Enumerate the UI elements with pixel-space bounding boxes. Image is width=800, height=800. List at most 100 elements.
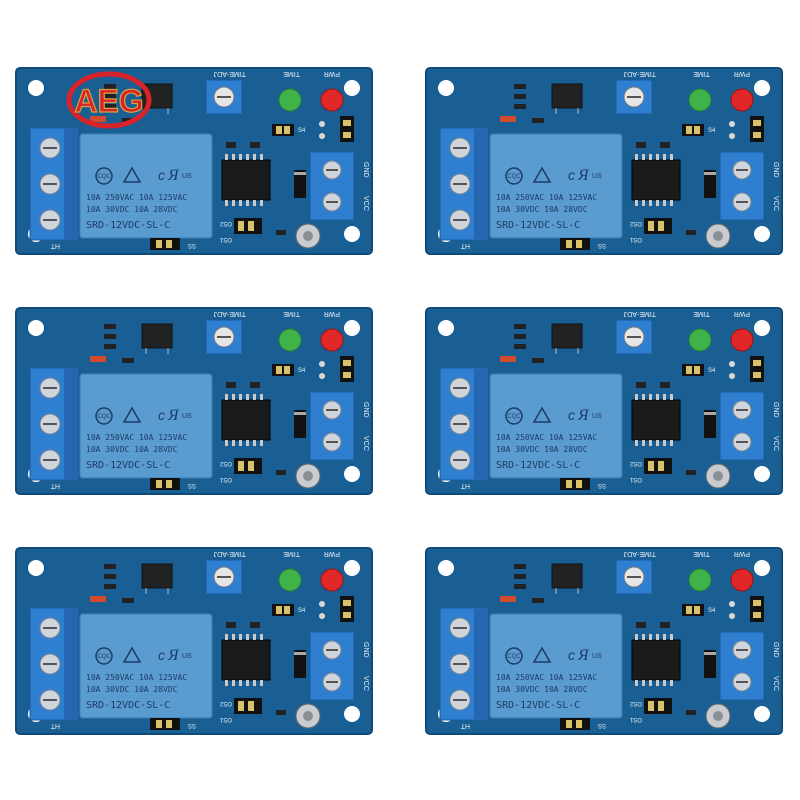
- label-os2: OS2: [219, 460, 232, 466]
- electrolytic-capacitor: [705, 463, 731, 489]
- relay-rating-1: 10A 250VAC 10A 125VAC: [86, 433, 187, 442]
- label-ht: HT: [460, 482, 470, 489]
- mount-hole: [754, 560, 770, 576]
- label-s4: S4: [298, 368, 306, 374]
- label-ss: SS: [188, 722, 196, 728]
- relay-rating-2: 10A 30VDC 10A 28VDC: [496, 685, 588, 694]
- led-red: [320, 88, 344, 112]
- relay-rating-2: 10A 30VDC 10A 28VDC: [86, 445, 178, 454]
- svg-text:c: c: [568, 167, 575, 183]
- label-os2: OS2: [219, 700, 232, 706]
- smd-resistor: [276, 710, 286, 715]
- relay-cqc-text: CQC: [97, 414, 111, 420]
- mount-hole: [344, 226, 360, 242]
- ic-chip: [221, 634, 271, 686]
- smd-resistor: [514, 104, 526, 109]
- label-ht: HT: [50, 482, 60, 489]
- screw-terminal-power: [719, 151, 765, 221]
- mount-hole: [754, 706, 770, 722]
- ic-chip: [631, 634, 681, 686]
- potentiometer: [615, 559, 653, 595]
- svg-text:c: c: [158, 407, 165, 423]
- smd-diode: [90, 116, 106, 122]
- mount-hole: [754, 466, 770, 482]
- relay-model: SRD-12VDC-SL-C: [496, 700, 580, 711]
- relay-module-board-1: CQC c Я US 10A 250VAC 10A 125VAC 10A 30V…: [14, 66, 374, 256]
- led-green: [278, 328, 302, 352]
- svg-text:c: c: [158, 167, 165, 183]
- relay-us-text: US: [592, 173, 602, 180]
- smd-capacitor: [250, 622, 260, 628]
- relay-rating-2: 10A 30VDC 10A 28VDC: [496, 205, 588, 214]
- screw-terminal-power: [309, 391, 355, 461]
- svg-text:Я: Я: [577, 407, 590, 424]
- ic-chip: [221, 154, 271, 206]
- label-time-adj: TIME-ADJ: [624, 310, 656, 317]
- label-ht: HT: [50, 722, 60, 729]
- label-os2: OS2: [629, 700, 642, 706]
- relay-module-board-5: CQC c Я US 10A 250VAC 10A 125VAC 10A 30V…: [14, 546, 374, 736]
- ic-chip: [221, 394, 271, 446]
- relay-us-text: US: [182, 413, 192, 420]
- relay-us-text: US: [592, 413, 602, 420]
- mount-hole: [344, 320, 360, 336]
- diode: [704, 410, 716, 438]
- jumper-s4: [272, 124, 294, 136]
- svg-text:Я: Я: [577, 647, 590, 664]
- label-os1: OS1: [219, 236, 232, 242]
- mount-hole: [438, 80, 454, 96]
- label-pwr: PWR: [324, 70, 340, 77]
- label-pwr: PWR: [324, 550, 340, 557]
- label-gnd: GND: [772, 642, 779, 658]
- header-pins: [340, 596, 354, 622]
- label-ss: SS: [598, 242, 606, 248]
- led-red: [320, 328, 344, 352]
- led-green: [278, 568, 302, 592]
- relay-rating-2: 10A 30VDC 10A 28VDC: [86, 685, 178, 694]
- label-pwr: PWR: [734, 70, 750, 77]
- smd-diode: [500, 356, 516, 362]
- label-ht: HT: [50, 242, 60, 249]
- via: [729, 601, 735, 607]
- diode: [294, 650, 306, 678]
- screw-terminal-left: [439, 127, 488, 241]
- smd-capacitor: [226, 622, 236, 628]
- label-time-adj: TIME-ADJ: [624, 70, 656, 77]
- relay-rating-1: 10A 250VAC 10A 125VAC: [496, 193, 597, 202]
- smd-capacitor: [636, 142, 646, 148]
- led-green: [688, 328, 712, 352]
- smd-capacitor: [660, 142, 670, 148]
- smd-resistor: [104, 344, 116, 349]
- smd-resistor: [532, 118, 544, 123]
- optocoupler-chip: [141, 563, 173, 589]
- optocoupler-chip: [551, 83, 583, 109]
- optocoupler-chip: [551, 563, 583, 589]
- relay: CQC c Я US 10A 250VAC 10A 125VAC 10A 30V…: [489, 133, 623, 239]
- label-gnd: GND: [362, 402, 369, 418]
- label-ss: SS: [598, 722, 606, 728]
- svg-text:c: c: [568, 407, 575, 423]
- svg-text:Я: Я: [167, 407, 180, 424]
- relay-model: SRD-12VDC-SL-C: [496, 220, 580, 231]
- via: [319, 613, 325, 619]
- relay-module-board-2: CQC c Я US 10A 250VAC 10A 125VAC 10A 30V…: [424, 66, 784, 256]
- label-os2: OS2: [629, 220, 642, 226]
- smd-capacitor: [660, 622, 670, 628]
- relay-cqc-text: CQC: [97, 654, 111, 660]
- mount-hole: [438, 560, 454, 576]
- led-red: [320, 568, 344, 592]
- label-time: TIME: [693, 550, 710, 557]
- jumper-s4: [682, 124, 704, 136]
- label-time: TIME: [693, 70, 710, 77]
- jumper-s4: [272, 364, 294, 376]
- relay-rating-1: 10A 250VAC 10A 125VAC: [496, 433, 597, 442]
- via: [319, 361, 325, 367]
- smd-capacitor: [226, 142, 236, 148]
- header-pins: [340, 356, 354, 382]
- relay-cqc-text: CQC: [507, 654, 521, 660]
- screw-terminal-power: [309, 631, 355, 701]
- mount-hole: [28, 560, 44, 576]
- label-vcc: VCC: [362, 196, 369, 211]
- brand-logo: AEG: [62, 64, 156, 140]
- label-time: TIME: [283, 70, 300, 77]
